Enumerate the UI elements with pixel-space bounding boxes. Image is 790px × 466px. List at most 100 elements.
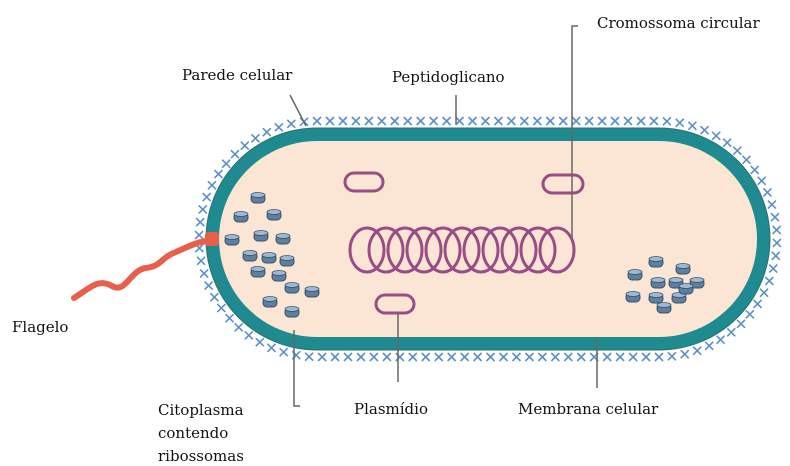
peptidoglycan-cross (525, 353, 533, 361)
label-flagelo: Flagelo (12, 318, 68, 336)
peptidoglycan-cross (378, 117, 386, 125)
peptidoglycan-cross (210, 293, 218, 301)
peptidoglycan-cross (771, 213, 779, 221)
ribosome (272, 271, 286, 282)
peptidoglycan-cross (765, 277, 773, 285)
peptidoglycan-cross (383, 353, 391, 361)
peptidoglycan-cross (624, 117, 632, 125)
peptidoglycan-cross (681, 350, 689, 358)
ribosome (679, 284, 693, 295)
label-citoplasma-line1: Citoplasma (158, 401, 244, 419)
label-peptidoglicano: Peptidoglicano (392, 68, 505, 86)
peptidoglycan-cross (751, 166, 759, 174)
leader-parede (290, 95, 306, 126)
peptidoglycan-cross (712, 132, 720, 140)
peptidoglycan-cross (203, 193, 211, 201)
ribosome (305, 287, 319, 298)
peptidoglycan-cross (481, 117, 489, 125)
peptidoglycan-cross (326, 117, 334, 125)
peptidoglycan-cross (409, 353, 417, 361)
peptidoglycan-cross (577, 353, 585, 361)
peptidoglycan-cross (768, 201, 776, 209)
peptidoglycan-cross (733, 147, 741, 155)
ribosome (254, 231, 268, 242)
peptidoglycan-cross (318, 353, 326, 361)
peptidoglycan-cross (546, 117, 554, 125)
peptidoglycan-cross (773, 226, 781, 234)
ribosome (251, 267, 265, 278)
peptidoglycan-cross (663, 117, 671, 125)
peptidoglycan-cross (693, 347, 701, 355)
peptidoglycan-cross (461, 353, 469, 361)
peptidoglycan-cross (487, 353, 495, 361)
cytoplasm (219, 141, 757, 337)
peptidoglycan-cross (727, 328, 735, 336)
peptidoglycan-cross (773, 239, 781, 247)
peptidoglycan-cross (443, 117, 451, 125)
peptidoglycan-cross (769, 265, 777, 273)
peptidoglycan-cross (352, 117, 360, 125)
peptidoglycan-cross (365, 117, 373, 125)
ribosome (280, 256, 294, 267)
peptidoglycan-cross (217, 304, 225, 312)
peptidoglycan-cross (598, 117, 606, 125)
peptidoglycan-cross (763, 188, 771, 196)
peptidoglycan-cross (760, 289, 768, 297)
peptidoglycan-cross (737, 320, 745, 328)
label-citoplasma-line2: contendo (158, 424, 228, 442)
ribosome (276, 234, 290, 245)
peptidoglycan-cross (391, 117, 399, 125)
ribosome (251, 193, 265, 204)
peptidoglycan-cross (676, 119, 684, 127)
peptidoglycan-cross (396, 353, 404, 361)
ribosome (285, 307, 299, 318)
peptidoglycan-cross (616, 353, 624, 361)
peptidoglycan-cross (758, 177, 766, 185)
peptidoglycan-cross (214, 170, 222, 178)
peptidoglycan-cross (280, 348, 288, 356)
label-cromossoma: Cromossoma circular (597, 14, 760, 32)
peptidoglycan-cross (196, 218, 204, 226)
peptidoglycan-cross (245, 331, 253, 339)
peptidoglycan-cross (533, 117, 541, 125)
peptidoglycan-cross (705, 342, 713, 350)
peptidoglycan-cross (629, 353, 637, 361)
peptidoglycan-cross (267, 344, 275, 352)
label-citoplasma-line3: ribossomas (158, 447, 244, 465)
peptidoglycan-cross (200, 269, 208, 277)
peptidoglycan-cross (585, 117, 593, 125)
peptidoglycan-cross (754, 300, 762, 308)
ribosome (243, 251, 257, 262)
peptidoglycan-cross (538, 353, 546, 361)
ribosome (263, 297, 277, 308)
peptidoglycan-cross (520, 117, 528, 125)
peptidoglycan-cross (287, 120, 295, 128)
ribosome (651, 278, 665, 289)
peptidoglycan-cross (231, 150, 239, 158)
peptidoglycan-cross (468, 117, 476, 125)
peptidoglycan-cross (435, 353, 443, 361)
peptidoglycan-cross (572, 117, 580, 125)
peptidoglycan-cross (313, 117, 321, 125)
ribosome (649, 293, 663, 304)
peptidoglycan-cross (404, 117, 412, 125)
peptidoglycan-cross (494, 117, 502, 125)
peptidoglycan-cross (205, 282, 213, 290)
peptidoglycan-cross (723, 139, 731, 147)
peptidoglycan-cross (507, 117, 515, 125)
peptidoglycan-cross (717, 336, 725, 344)
peptidoglycan-cross (263, 128, 271, 136)
peptidoglycan-cross (195, 231, 203, 239)
peptidoglycan-cross (422, 353, 430, 361)
peptidoglycan-cross (655, 353, 663, 361)
peptidoglycan-cross (564, 353, 572, 361)
peptidoglycan-cross (512, 353, 520, 361)
peptidoglycan-cross (208, 181, 216, 189)
ribosome (657, 303, 671, 314)
peptidoglycan-cross (235, 323, 243, 331)
ribosome (628, 270, 642, 281)
ribosome (262, 253, 276, 264)
label-parede: Parede celular (182, 66, 293, 84)
